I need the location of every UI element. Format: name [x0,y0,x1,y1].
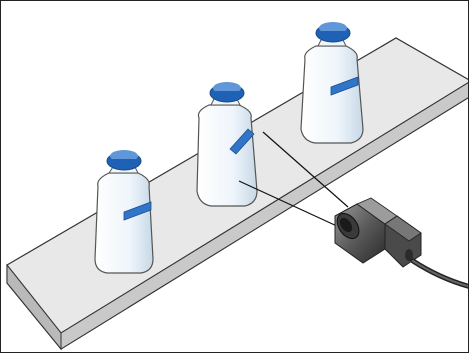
bottle-right [301,22,363,143]
sensor-cable [413,261,469,287]
camera-sensor [333,198,421,267]
bottle-left [95,150,153,273]
bottle-middle [197,82,257,206]
